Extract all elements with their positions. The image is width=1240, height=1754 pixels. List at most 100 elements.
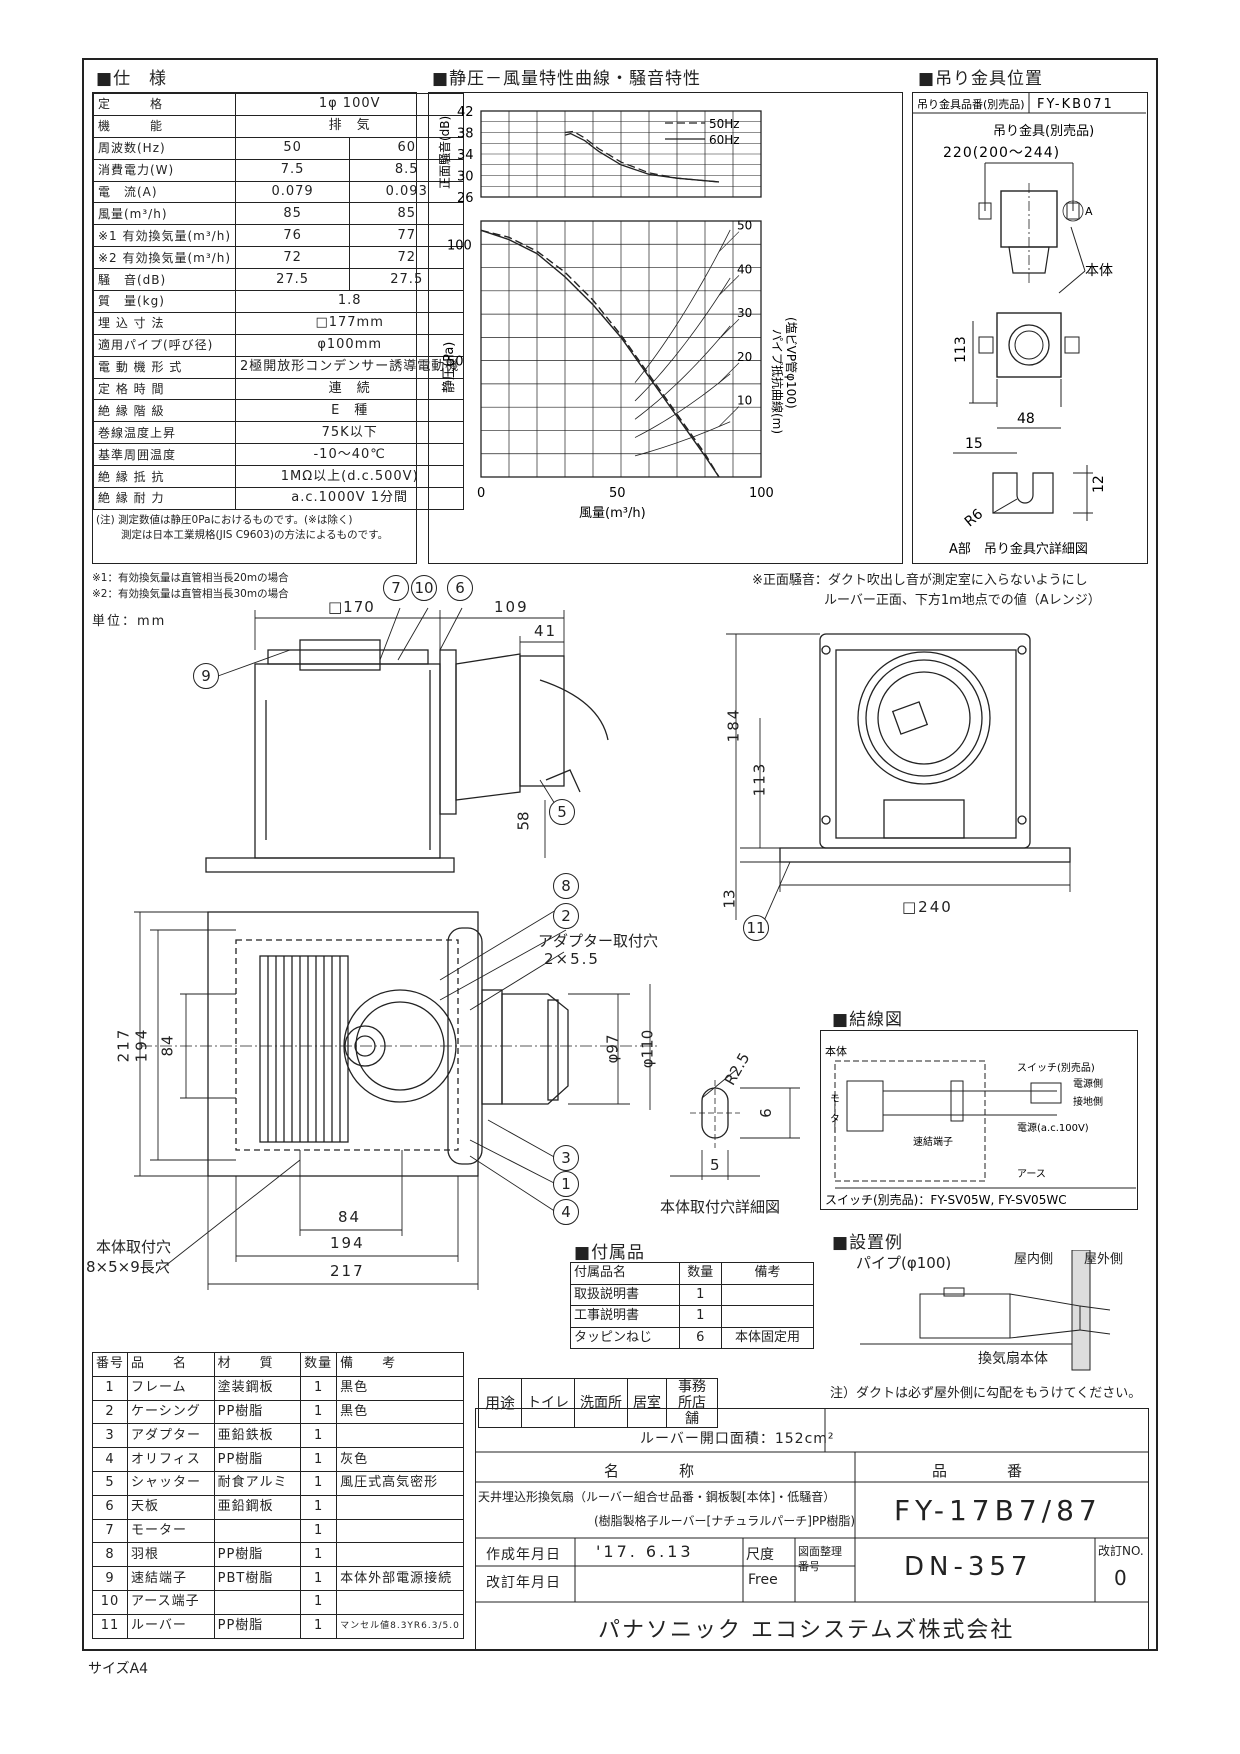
parts-cell: モーター xyxy=(127,1518,215,1544)
dim-240: □240 xyxy=(902,898,953,916)
install-title-text: 設置例 xyxy=(849,1233,904,1253)
callout-9: 9 xyxy=(193,663,219,689)
pipe-curve-label: 50 xyxy=(737,219,752,233)
acc-header-cell: 数量 xyxy=(678,1262,722,1285)
parts-cell: 1 xyxy=(300,1375,338,1401)
noise-series-50hz xyxy=(564,130,720,183)
hanger-bracket-label: 吊り金具(別売品) xyxy=(993,123,1094,139)
parts-cell: PP樹脂 xyxy=(213,1613,302,1639)
pressure-series-60hz xyxy=(480,229,720,478)
slot-detail xyxy=(690,1080,740,1148)
hanger-dim-48: 48 xyxy=(1017,411,1035,427)
spec-value: □177mm xyxy=(235,311,465,335)
noise-ylabel: 正面騒音(dB) xyxy=(437,116,452,189)
spec-label: 基準周囲温度 xyxy=(92,443,237,467)
pipe-curve-leader xyxy=(718,406,740,427)
pipe-curve-leader xyxy=(718,362,740,384)
acc-cell: 工事説明書 xyxy=(570,1305,680,1328)
pipe-curve-label: 10 xyxy=(737,394,752,408)
spec-value: 75K以下 xyxy=(235,421,465,445)
title-block-lines xyxy=(475,1408,1149,1603)
spec-row: 基準周囲温度-10～40℃ xyxy=(92,443,465,467)
pipe-curve-leader xyxy=(718,275,740,296)
acc-cell: 取扱説明書 xyxy=(570,1283,680,1306)
tb-created-label: 作成年月日 xyxy=(486,1547,561,1563)
parts-header-cell: 番号 xyxy=(91,1352,129,1377)
install-outdoor: 屋外側 xyxy=(1084,1252,1124,1267)
install-title: ■設置例 xyxy=(832,1233,904,1253)
dim-13: 13 xyxy=(720,889,739,909)
wiring-ground-side: 接地側 xyxy=(1073,1095,1103,1108)
tb-scale-label: 尺度 xyxy=(746,1547,774,1563)
pipe-curve-20 xyxy=(634,373,731,438)
pipe-curve-10 xyxy=(634,421,731,457)
pipe-curve-leader xyxy=(718,231,740,252)
noise-ytick-label: 38 xyxy=(457,127,474,142)
spec-value: -10～40℃ xyxy=(235,443,465,467)
spec-label: 風量(m³/h) xyxy=(92,202,237,226)
spec-label: 騒 音(dB) xyxy=(92,268,237,292)
tb-created: '17. 6.13 xyxy=(596,1542,694,1561)
acc-header-cell: 備考 xyxy=(720,1262,815,1285)
callout-7: 7 xyxy=(383,575,409,601)
noise-ytick-label: 42 xyxy=(457,105,474,120)
parts-cell: 1 xyxy=(300,1542,338,1568)
callout-5: 5 xyxy=(549,799,575,825)
legend-label-60hz: 60Hz xyxy=(709,133,740,147)
louver-area: ルーバー開口面積：152cm² xyxy=(640,1431,835,1447)
pipe-curve-label: 30 xyxy=(737,306,752,320)
callout-2: 2 xyxy=(553,903,579,929)
callout-11: 11 xyxy=(743,915,769,941)
hanger-box: 吊り金具品番(別売品) FY-KB071 吊り金具(別売品) 220(200～2… xyxy=(912,92,1148,564)
hanger-model: FY-KB071 xyxy=(1037,97,1114,112)
spec-title-text: 仕 様 xyxy=(113,69,168,89)
footnote-2: ※2：有効換気量は直管相当長30mの場合 xyxy=(92,588,289,600)
parts-cell: 6 xyxy=(91,1494,129,1520)
parts-cell: 4 xyxy=(91,1447,129,1472)
spec-value-v60: 72 xyxy=(349,246,465,270)
spec-label: 定 格 時 間 xyxy=(92,377,237,401)
dim-194-bottom: 194 xyxy=(330,1234,365,1252)
parts-cell: 11 xyxy=(91,1613,129,1639)
pipe-curve-40 xyxy=(634,277,731,402)
tb-drawing-label: 図面整理番号 xyxy=(798,1545,842,1573)
acc-cell xyxy=(720,1305,815,1328)
parts-cell xyxy=(213,1589,302,1615)
pressure-xtick-label: 0 xyxy=(477,486,485,501)
spec-value: 連 続 xyxy=(235,377,465,401)
parts-cell: ルーバー xyxy=(127,1613,215,1639)
parts-cell xyxy=(336,1494,464,1520)
install-pipe: パイプ(φ100) xyxy=(856,1254,952,1272)
hanger-drawing: 吊り金具品番(別売品) FY-KB071 吊り金具(別売品) 220(200～2… xyxy=(913,93,1146,557)
parts-cell: 7 xyxy=(91,1518,129,1544)
pressure-xtick-label: 100 xyxy=(749,486,774,501)
dim-phi97: φ97 xyxy=(603,1034,622,1064)
mount-hole-dim: 8×5×9長穴 xyxy=(86,1258,170,1276)
parts-cell: フレーム xyxy=(127,1375,215,1401)
tb-part-header: 品 番 xyxy=(932,1462,1023,1480)
dim-217-side: 217 xyxy=(114,1027,133,1063)
parts-header-cell: 数量 xyxy=(300,1352,338,1377)
noise-note-1: ※正面騒音：ダクト吹出し音が測定室に入らないようにし xyxy=(752,573,1088,588)
spec-label: ※1 有効換気量(m³/h) xyxy=(92,224,237,248)
adapter-hole-label: アダプター取付穴 xyxy=(538,932,659,950)
side-view xyxy=(205,639,609,873)
dim-phi110: φ110 xyxy=(638,1029,657,1069)
